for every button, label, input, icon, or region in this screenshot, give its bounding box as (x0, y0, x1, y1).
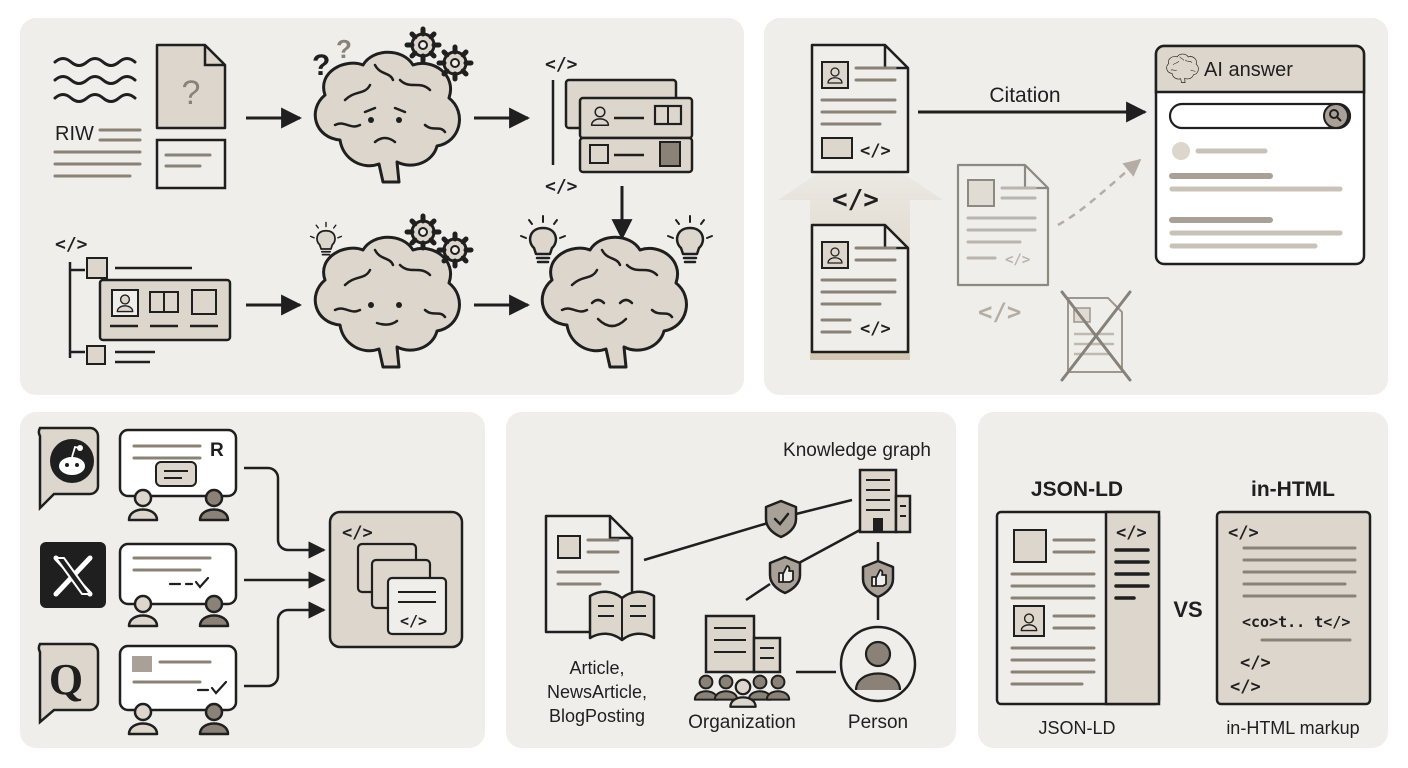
panel-social-sources: R Q (20, 412, 485, 748)
aggregated-code-stack-icon: </> </> (328, 510, 464, 649)
broken-code-tag-icon: </> (978, 298, 1021, 326)
article-type-label-0: Article, (569, 658, 624, 678)
x-logo-icon[interactable] (40, 542, 106, 608)
dashed-citation-arrow (1057, 158, 1142, 227)
code-tag-json-ld: </> (1116, 523, 1147, 543)
in-html-document-icon: </> <co>t.. t</> </> </> (1215, 510, 1372, 706)
reddit-logo-icon[interactable] (37, 426, 100, 512)
code-tag-center: </> (832, 185, 879, 215)
quora-logo-icon[interactable]: Q (37, 642, 100, 725)
ai-search-input[interactable] (1168, 102, 1352, 130)
json-ld-document-icon: </> (995, 510, 1161, 706)
x-discussion-bubble (118, 542, 238, 628)
ai-answer-window: AI answer (1154, 44, 1366, 266)
building-icon (858, 468, 912, 534)
json-ld-heading: JSON-LD (1031, 478, 1123, 501)
lower-document-icon: </> (810, 223, 910, 354)
question-marks-icon: ? (312, 49, 330, 82)
raw-text-lines (53, 128, 142, 178)
citation-label: Citation (989, 84, 1060, 107)
organization-icon (693, 614, 791, 708)
open-book-icon (588, 590, 656, 642)
code-tag-stack-top: </> (342, 523, 373, 543)
cited-document-icon: </> (810, 43, 910, 174)
code-tag-top: </> (545, 54, 578, 75)
reddit-discussion-bubble: R (118, 428, 238, 522)
structured-tree-icon: </> (55, 234, 232, 365)
thinking-brain-icon (313, 235, 461, 369)
reddit-connector-arrow (244, 466, 326, 559)
happy-brain-icon (540, 235, 688, 369)
thumbs-up-shield-icon-2 (861, 559, 895, 599)
in-html-caption: in-HTML markup (1226, 718, 1359, 738)
organization-label: Organization (688, 712, 796, 733)
svg-text:?: ? (182, 74, 201, 112)
article-type-label-2: BlogPosting (549, 706, 645, 726)
code-tag-lower-doc: </> (860, 319, 891, 339)
code-tag-faded-doc: </> (1005, 252, 1030, 268)
code-tag-in-html-mid: </> (1240, 653, 1271, 673)
rejected-document-icon (1060, 290, 1132, 382)
quora-discussion-bubble (118, 644, 238, 736)
unknown-document-icon: ? (155, 43, 227, 190)
search-icon[interactable] (1323, 103, 1349, 129)
person-avatar-icon (839, 625, 917, 703)
code-tag-in-html-bottom: </> (1230, 677, 1261, 697)
panel-structured-data-understanding: RIW ? ? ? </> </> (20, 18, 744, 395)
knowledge-graph-label: Knowledge graph (783, 440, 931, 461)
quora-connector-arrow (244, 601, 326, 688)
code-tag-bottom: </> (545, 176, 578, 197)
in-html-heading: in-HTML (1251, 478, 1335, 501)
wavy-text-icon (53, 57, 137, 103)
structured-cards-icon: </> </> (545, 54, 694, 197)
verified-shield-icon (764, 499, 798, 539)
code-tag-tree: </> (55, 234, 88, 255)
code-tag-stack-inner: </> (400, 612, 427, 630)
thumbs-up-shield-icon (768, 555, 802, 595)
raw-label: RIW (55, 123, 94, 145)
reddit-badge: R (210, 440, 224, 461)
vs-label: VS (1173, 597, 1202, 622)
faded-document-icon: </> (956, 163, 1050, 287)
code-tag-in-html-top: </> (1228, 523, 1259, 543)
svg-text:Q: Q (49, 655, 83, 704)
person-label: Person (848, 712, 908, 733)
json-ld-caption: JSON-LD (1038, 718, 1115, 738)
question-mark-small-icon: ? (336, 34, 352, 64)
confused-brain-icon (313, 50, 461, 184)
panel-json-ld-vs-in-html: JSON-LD in-HTML </> JSON-LD VS </> <co>t… (978, 412, 1388, 748)
code-tag-cited-doc: </> (860, 141, 891, 161)
article-type-label-1: NewsArticle, (547, 682, 647, 702)
panel-ai-citation: </> </> </> Citation </> </> (764, 18, 1388, 395)
in-html-code-snippet: <co>t.. t</> (1242, 613, 1350, 631)
panel-knowledge-graph: Knowledge graph Article, NewsArticle, Bl… (506, 412, 956, 748)
ai-answer-title: AI answer (1204, 59, 1293, 81)
